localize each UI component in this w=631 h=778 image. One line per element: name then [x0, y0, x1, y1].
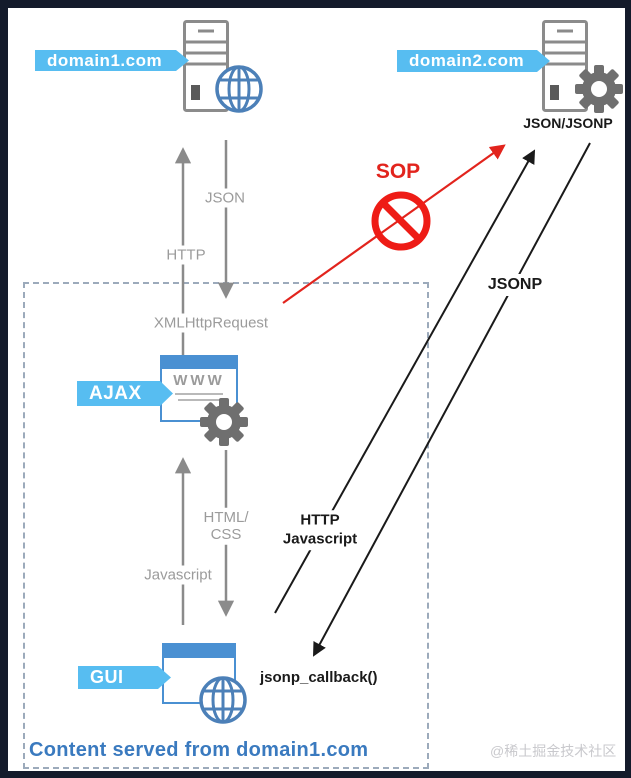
gui-window-titlebar [164, 645, 234, 658]
gui-browser-window [162, 643, 236, 704]
http-flow-label: HTTP [162, 245, 210, 265]
ajax-window-www-text: WWW [173, 372, 225, 389]
http-js-line1: HTTP [300, 511, 340, 529]
jsonp-flow-label: JSONP [482, 274, 548, 296]
html-css-line1: HTML/ [203, 508, 249, 526]
ajax-banner-label: AJAX [89, 382, 142, 404]
http-js-line2: Javascript [282, 530, 358, 547]
gui-globe-icon [199, 676, 247, 724]
watermark: @稀土掘金技术社区 [490, 743, 617, 759]
json-jsonp-label: JSON/JSONP [523, 115, 613, 131]
gui-banner-label: GUI [90, 667, 124, 687]
domain1-globe-icon [215, 65, 263, 113]
domain2-gear-icon [575, 65, 623, 113]
ajax-window-titlebar [162, 357, 236, 369]
xmlhttprequest-label: XMLHttpRequest [149, 313, 273, 333]
ajax-window-content-line [178, 399, 220, 401]
json-flow-label: JSON [200, 188, 250, 208]
ajax-gear-icon [200, 398, 248, 446]
domain1-banner-label: domain1.com [47, 50, 163, 70]
ajax-banner: AJAX [77, 381, 173, 406]
jsonp-callback-label: jsonp_callback() [260, 669, 378, 686]
ajax-window-content-line [175, 393, 223, 395]
domain2-banner-label: domain2.com [409, 51, 525, 70]
javascript-flow-label: Javascript [140, 565, 216, 585]
domain2-banner: domain2.com [397, 50, 550, 72]
domain1-banner: domain1.com [35, 50, 189, 71]
sop-label: SOP [375, 160, 421, 183]
html-css-line2: CSS [210, 526, 242, 543]
container-caption: Content served from domain1.com [29, 739, 369, 761]
gui-banner: GUI [78, 666, 171, 689]
html-css-flow-label: HTML/CSS [199, 507, 253, 545]
